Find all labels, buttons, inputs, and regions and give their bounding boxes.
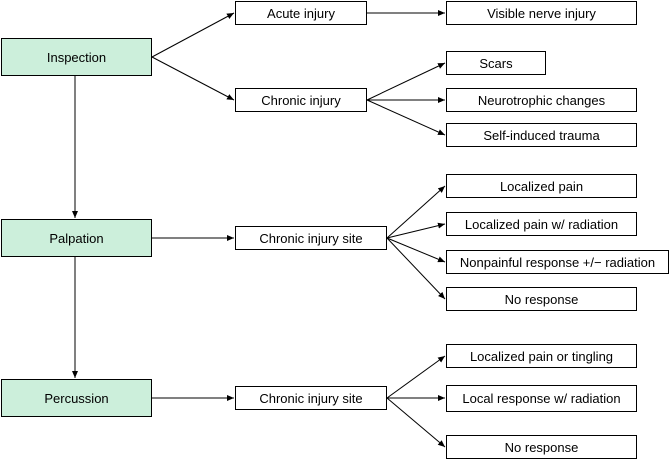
palpation-box: Palpation [1,219,152,257]
outcome-palpation-no-response: No response [446,287,637,311]
arrow-site1-to-nr1 [386,237,446,300]
outcome-visible-nerve-injury: Visible nerve injury [446,1,637,25]
chronic-injury-box: Chronic injury [235,88,367,112]
arrow-site1-to-lpr [386,222,446,239]
arrow-chronic-to-scars [366,62,446,101]
outcome-neurotrophic-changes: Neurotrophic changes [446,88,637,112]
arrow-inspection-to-chronic [151,56,235,101]
inspection-box: Inspection [1,38,152,76]
outcome-localized-pain: Localized pain [446,174,637,198]
outcome-self-induced-trauma: Self-induced trauma [446,123,637,147]
arrow-site1-to-lp [386,185,446,239]
arrow-inspection-to-acute [151,12,235,58]
arrow-site2-to-nr2 [386,397,446,448]
arrow-chronic-to-self [366,99,446,136]
outcome-local-response-radiation: Local response w/ radiation [446,385,637,412]
outcome-percussion-no-response: No response [446,435,637,459]
arrow-site1-to-nonpain [386,237,446,263]
outcome-nonpainful-response: Nonpainful response +/− radiation [446,250,669,274]
outcome-localized-pain-tingling: Localized pain or tingling [446,344,637,368]
outcome-scars: Scars [446,51,546,75]
percussion-box: Percussion [1,379,152,417]
percussion-site-box: Chronic injury site [235,386,387,410]
arrow-site2-to-lpt [386,355,446,399]
acute-injury-box: Acute injury [235,1,367,25]
outcome-localized-pain-radiation: Localized pain w/ radiation [446,212,637,236]
palpation-site-box: Chronic injury site [235,226,387,250]
